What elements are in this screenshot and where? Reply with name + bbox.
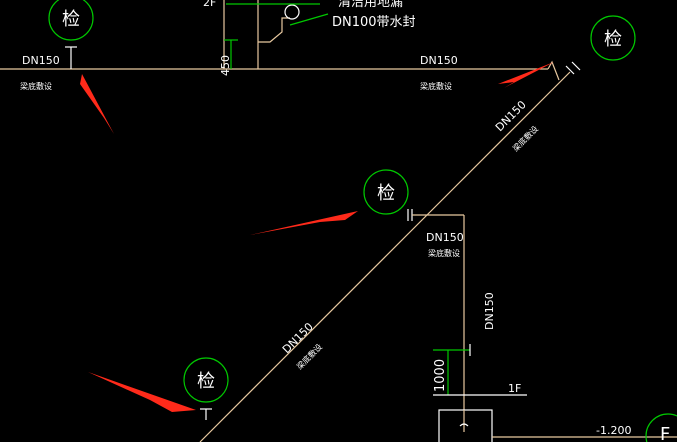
cleanout-plug-2b xyxy=(565,65,575,75)
floor-drain-symbol xyxy=(284,4,300,20)
cleanout-circle-1 xyxy=(48,0,94,41)
diagonal-pipe-lower xyxy=(199,211,431,442)
dn150-label-c: DN150 xyxy=(493,98,529,134)
dn150-label-b: DN150 xyxy=(420,54,458,67)
cleanout-plug-2a xyxy=(571,61,581,71)
cleanout-label-2: 检 xyxy=(604,29,622,50)
beam-label-d: 梁底敷设 xyxy=(428,248,460,258)
dn100-trap-label: DN100带水封 xyxy=(332,15,416,30)
trap-branch xyxy=(258,17,290,43)
beam-label-c: 梁底敷设 xyxy=(510,124,540,154)
dn150-vert-label: DN150 xyxy=(483,292,496,330)
diagonal-pipe-upper xyxy=(429,71,571,213)
axis-label-f: F xyxy=(660,424,670,442)
dim-1000-label: 1000 xyxy=(433,359,448,392)
sump-symbol xyxy=(459,423,469,427)
cleanout-circle-2 xyxy=(590,15,636,61)
red-arrow-2 xyxy=(498,62,554,88)
floor-2f-label: 2F xyxy=(203,0,216,9)
cleanout-sink-label: 清洁用地漏 xyxy=(338,0,403,10)
dim-450-label: 450 xyxy=(219,55,232,76)
red-arrow-1 xyxy=(80,74,114,134)
sump-box xyxy=(438,409,493,442)
beam-label-a: 梁底敷设 xyxy=(20,81,52,91)
beam-label-b: 梁底敷设 xyxy=(420,81,452,91)
floor-1f-label: 1F xyxy=(508,382,521,395)
red-arrow-3 xyxy=(250,211,358,235)
dn150-label-a: DN150 xyxy=(22,54,60,67)
axis-circle-f xyxy=(645,413,677,442)
cleanout-circle-4 xyxy=(183,357,229,403)
leader-line-trap xyxy=(289,13,329,26)
cleanout-circle-3 xyxy=(363,169,409,215)
cleanout-label-4: 检 xyxy=(197,371,215,392)
cleanout-label-1: 检 xyxy=(62,9,80,30)
red-arrow-4 xyxy=(88,372,196,412)
cleanout-label-3: 检 xyxy=(377,183,395,204)
dn150-label-d: DN150 xyxy=(426,231,464,244)
elev-label: -1.200 xyxy=(596,424,631,437)
pipe-end-hook xyxy=(547,60,560,81)
